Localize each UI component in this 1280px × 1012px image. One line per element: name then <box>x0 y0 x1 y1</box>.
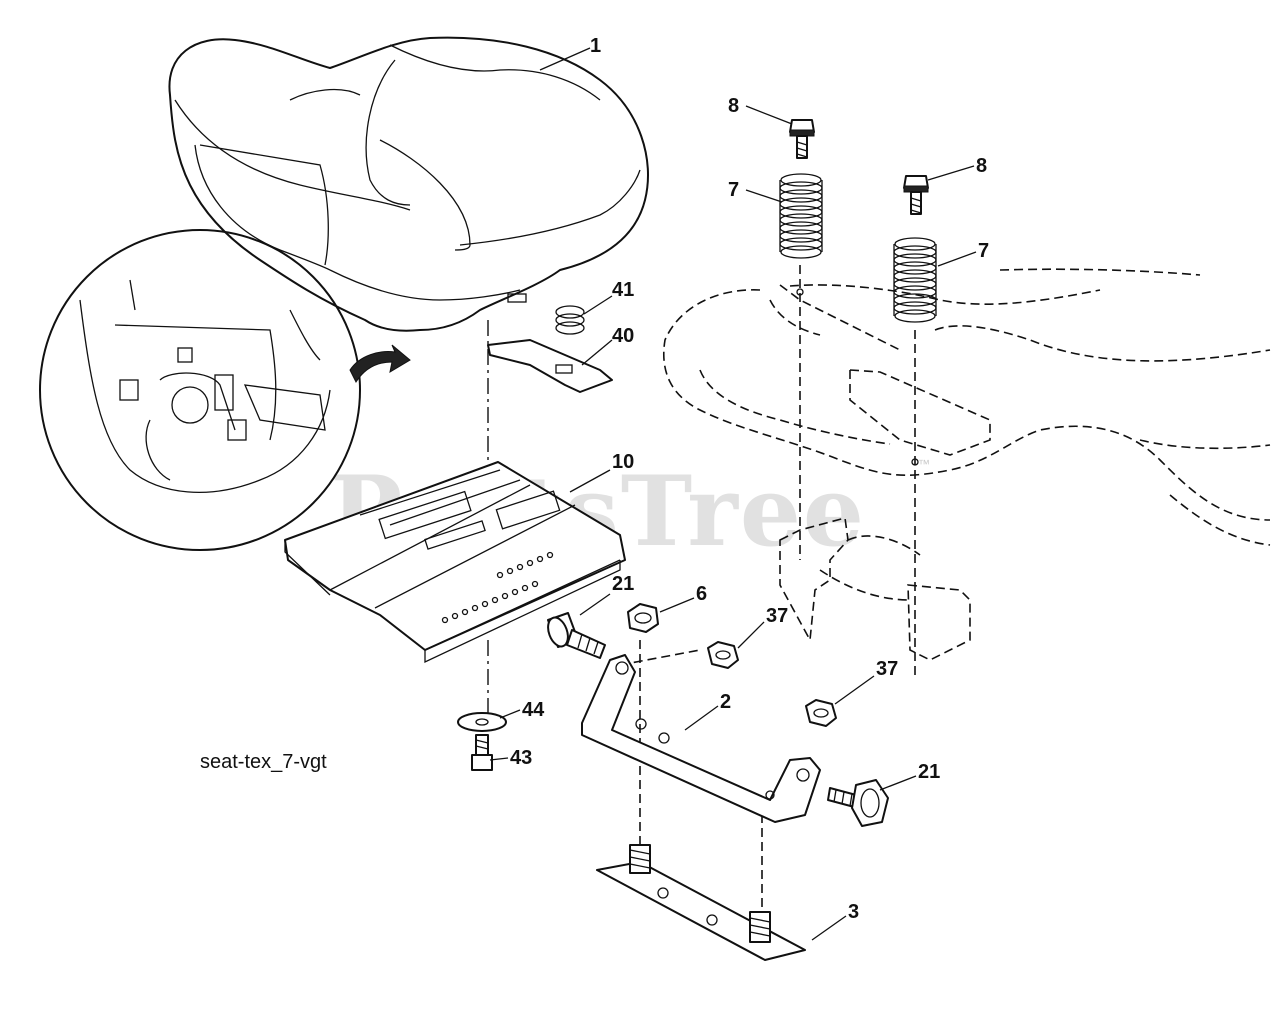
callout-nut-37-lower: 37 <box>876 658 898 680</box>
nut-6 <box>627 603 659 633</box>
spring-right <box>893 237 937 323</box>
spring-left <box>779 173 823 259</box>
base-plate <box>596 844 806 961</box>
seat <box>168 36 649 332</box>
callout-spring-left: 7 <box>728 179 739 201</box>
bracket <box>581 654 821 823</box>
callout-small-spring: 41 <box>612 279 634 301</box>
clip <box>487 339 613 393</box>
washer <box>457 712 507 732</box>
callout-bolt-8-left: 8 <box>728 95 739 117</box>
callout-seat-pan: 10 <box>612 451 634 473</box>
callout-bolt-8-right: 8 <box>976 155 987 177</box>
tractor-frame <box>663 268 1271 661</box>
bolt-left <box>547 612 606 659</box>
callout-spring-right: 7 <box>978 240 989 262</box>
drawing-code: seat-tex_7-vgt <box>200 751 327 773</box>
callout-screw: 43 <box>510 747 532 769</box>
detail-zoom-circle <box>39 229 411 551</box>
nut-37-upper <box>707 641 739 669</box>
watermark-trademark: ™ <box>918 457 930 471</box>
callout-bolt-right: 21 <box>918 761 940 783</box>
seat-pan <box>284 461 626 664</box>
callout-bracket: 2 <box>720 691 731 713</box>
bolt-right <box>827 779 889 827</box>
callout-bolt-left: 21 <box>612 573 634 595</box>
callout-nut-6: 6 <box>696 583 707 605</box>
bolt-8-right <box>903 175 929 215</box>
screw <box>471 734 493 771</box>
callout-washer: 44 <box>522 699 545 721</box>
small-spring <box>555 305 585 335</box>
callout-base-plate: 3 <box>848 901 859 923</box>
bolt-8-left <box>789 119 815 159</box>
callout-nut-37-upper: 37 <box>766 605 788 627</box>
nut-37-lower <box>805 699 837 727</box>
callout-seat: 1 <box>590 35 601 57</box>
callout-clip: 40 <box>612 325 634 347</box>
